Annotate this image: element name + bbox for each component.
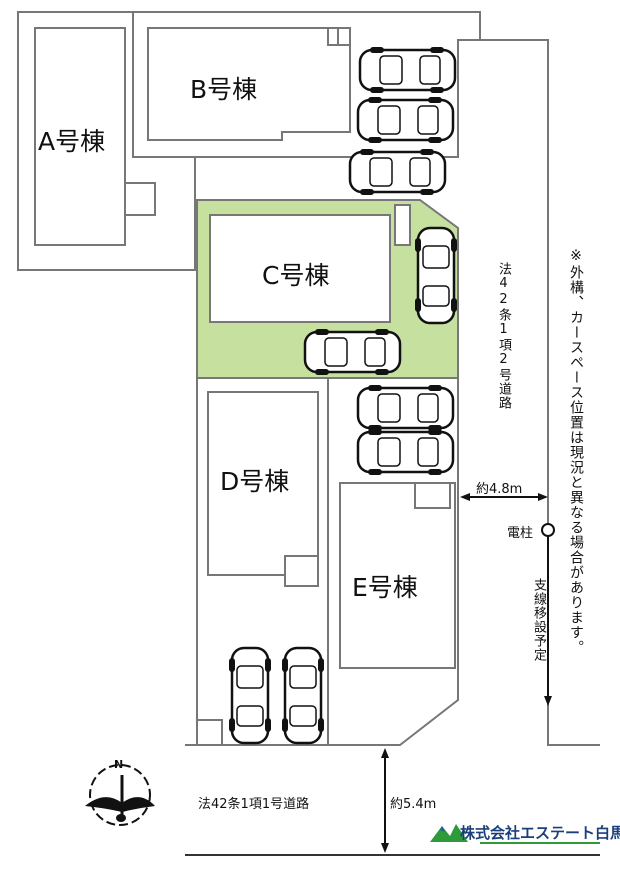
building-b-label: B号棟 [190,75,258,104]
compass-icon [85,764,155,826]
utility-pole-label: 電柱 [507,526,534,541]
south-road-label: 法42条1項1号道路 [198,797,310,812]
building-a [34,27,126,246]
building-c-label: C号棟 [262,261,330,290]
building-a-label: A号棟 [38,127,106,156]
compass-north-label: N [114,758,124,771]
company-logo [430,824,600,844]
south-road-width: 約5.4m [390,797,437,812]
utility-pole-icon [541,523,555,537]
east-road-label: 法42条1項2号道路 [496,262,511,410]
guy-wire-note: 支線移設予定 [531,578,546,662]
building-c [209,214,391,323]
building-e-label: E号棟 [352,573,418,602]
building-d-label: D号棟 [220,467,290,496]
building-b [147,27,351,141]
building-d [207,391,319,576]
east-road-width: 約4.8m [476,482,523,497]
company-logo-text: 株式会社エステート白馬 [460,824,620,842]
disclaimer-note: ※外構、カースペース位置は現況と異なる場合があります。 [568,248,584,655]
building-e [339,482,456,669]
